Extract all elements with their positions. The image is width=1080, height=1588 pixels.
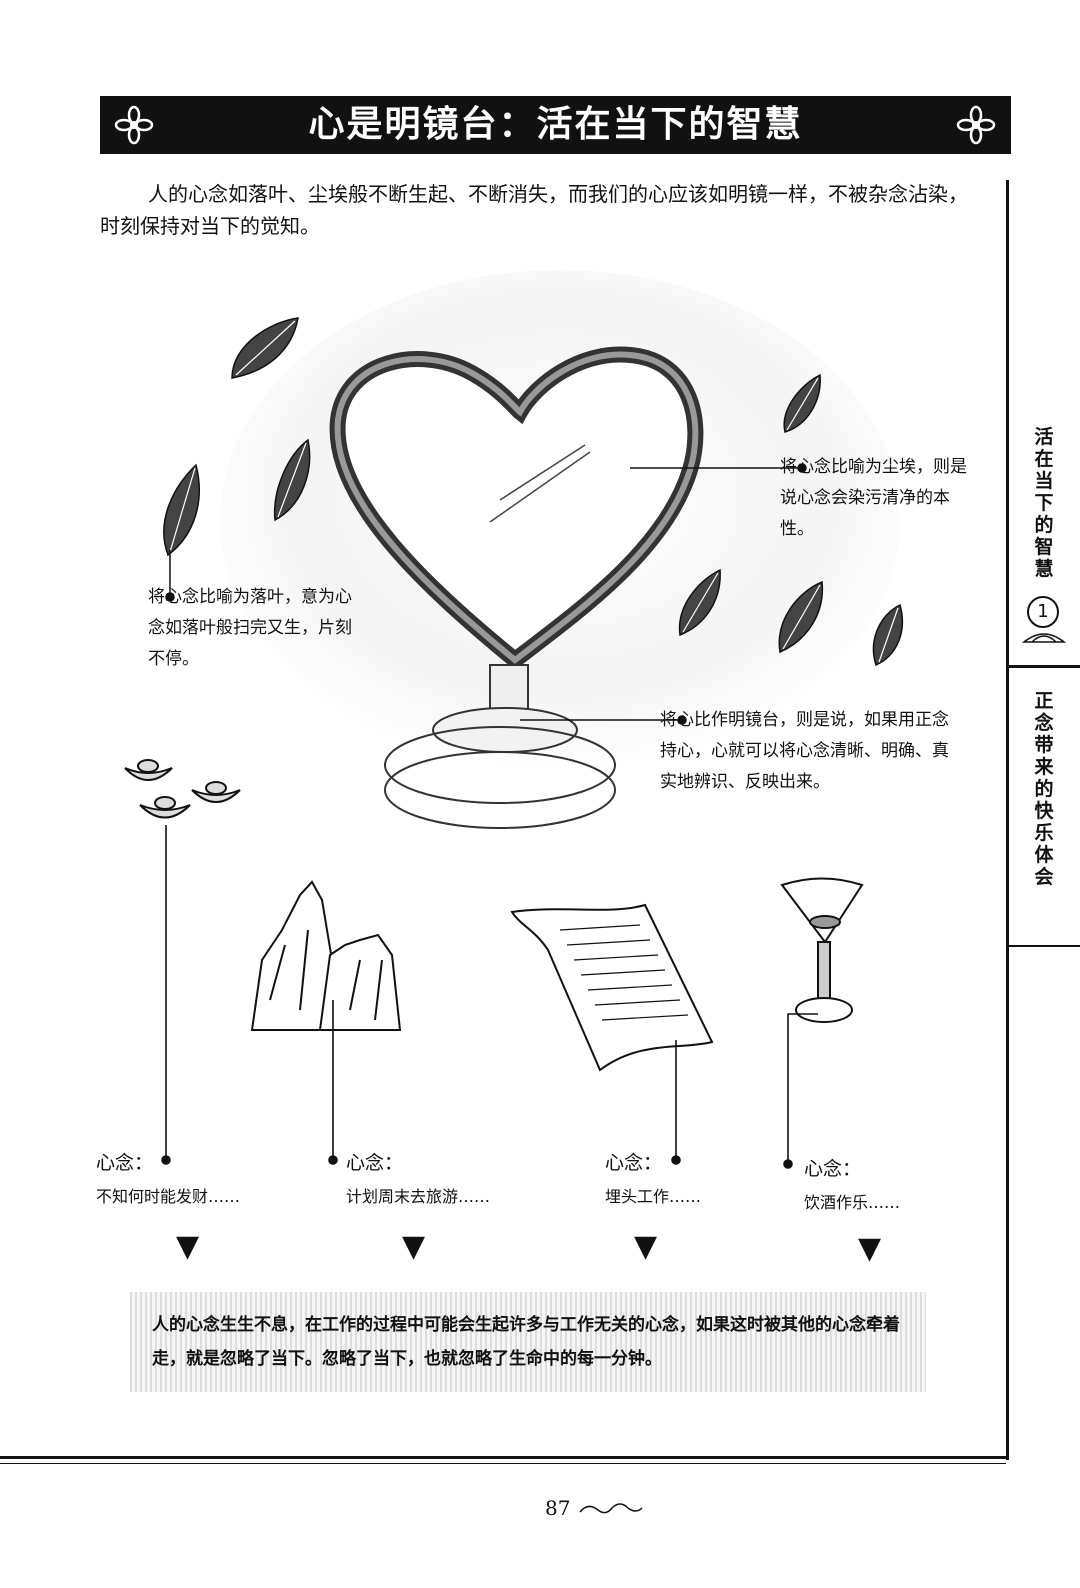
cloud-ornament-icon xyxy=(579,1503,643,1514)
flower-icon xyxy=(956,105,996,145)
summary-text: 人的心念生生不息，在工作的过程中可能会生起许多与工作无关的心念，如果这时被其他的… xyxy=(152,1315,900,1369)
down-arrow-icon: ▼ xyxy=(176,1229,200,1264)
thought-body: 计划周末去旅游…… xyxy=(346,1187,491,1206)
sidebar-chapter-title: 正念带来的快乐体会 xyxy=(1034,690,1054,888)
wine-glass-icon xyxy=(780,877,864,1023)
down-arrow-icon: ▼ xyxy=(858,1231,882,1266)
flower-icon xyxy=(114,105,154,145)
sidebar-divider xyxy=(1006,945,1080,947)
thought-body: 埋头工作…… xyxy=(605,1187,702,1206)
summary-box: 人的心念生生不息，在工作的过程中可能会生起许多与工作无关的心念，如果这时被其他的… xyxy=(130,1292,926,1392)
lotus-icon xyxy=(1022,633,1066,643)
heart-mirror-icon xyxy=(329,346,704,829)
callout-mirror: 将心比作明镜台，则是说，如果用正念持心，心就可以将心念清晰、明确、真实地辨识、反… xyxy=(660,710,949,792)
thought-body: 不知何时能发财…… xyxy=(96,1187,241,1206)
page-number: 87 xyxy=(545,1496,571,1520)
thought-wealth: 心念： 不知何时能发财…… xyxy=(96,1148,296,1207)
thought-head: 心念： xyxy=(605,1152,663,1174)
mountain-icon xyxy=(250,880,402,1031)
thought-head: 心念： xyxy=(804,1158,862,1180)
callout-leaves: 将心念比喻为落叶，意为心念如落叶般扫完又生，片刻不停。 xyxy=(148,587,352,669)
title-bar: 心是明镜台：活在当下的智慧 xyxy=(100,96,1011,154)
sidebar-section-title: 活在当下的智慧 xyxy=(1034,426,1054,580)
thought-body: 饮酒作乐…… xyxy=(804,1193,901,1212)
callout-dust: 将心念比喻为尘埃，则是说心念会染污清净的本性。 xyxy=(780,457,967,539)
bottom-rule xyxy=(0,1456,1006,1459)
intro-paragraph: 人的心念如落叶、尘埃般不断生起、不断消失，而我们的心应该如明镜一样，不被杂念沾染… xyxy=(100,182,968,238)
scroll-icon xyxy=(510,903,714,1072)
page-title: 心是明镜台：活在当下的智慧 xyxy=(308,104,803,145)
thought-work: 心念： 埋头工作…… xyxy=(605,1148,785,1207)
thought-head: 心念： xyxy=(346,1152,404,1174)
chapter-number: 1 xyxy=(1027,596,1059,628)
thought-wine: 心念： 饮酒作乐…… xyxy=(804,1154,984,1213)
sidebar xyxy=(1006,180,1080,1460)
down-arrow-icon: ▼ xyxy=(634,1229,658,1264)
thought-head: 心念： xyxy=(96,1152,154,1174)
sidebar-divider xyxy=(1006,665,1080,668)
bottom-rule xyxy=(0,1463,1006,1464)
thought-travel: 心念： 计划周末去旅游…… xyxy=(346,1148,546,1207)
gold-ingot-icon xyxy=(124,759,241,819)
down-arrow-icon: ▼ xyxy=(402,1229,426,1264)
